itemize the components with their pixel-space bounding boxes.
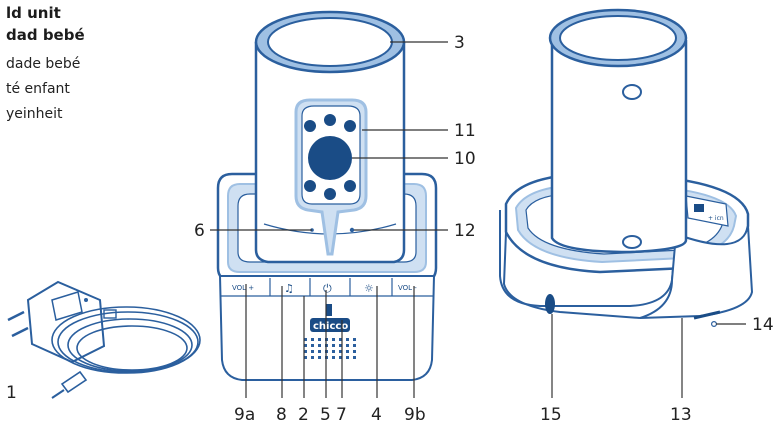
callout-14: 14	[752, 315, 774, 335]
light-icon: ☼	[364, 282, 374, 295]
reset-button	[710, 321, 717, 328]
sensor-dot	[349, 227, 355, 233]
music-note-icon: ♫	[284, 282, 294, 295]
ir-led-1	[304, 120, 316, 132]
callout-6: 6	[194, 221, 205, 241]
grille-dot	[353, 344, 356, 347]
grille-dot	[311, 356, 314, 359]
vol-minus-label: VOL -	[398, 284, 417, 292]
callout-12: 12	[454, 221, 476, 241]
rear-port-label: + icn	[708, 215, 724, 222]
callout-11: 11	[454, 121, 476, 141]
ir-led-6	[344, 180, 356, 192]
callout-5: 5	[320, 405, 331, 425]
ir-led-4	[304, 180, 316, 192]
ir-led-5	[324, 188, 336, 200]
callout-10: 10	[454, 149, 476, 169]
title-line-1: ld unit	[6, 4, 61, 22]
grille-dot	[332, 338, 335, 341]
grille-dot	[332, 350, 335, 353]
callout-3: 3	[454, 33, 465, 53]
status-led	[326, 304, 332, 316]
grille-dot	[318, 356, 321, 359]
callout-1: 1	[6, 383, 17, 403]
grille-dot	[339, 356, 342, 359]
callout-13: 13	[670, 405, 692, 425]
grille-dot	[304, 338, 307, 341]
grille-dot	[311, 344, 314, 347]
grille-dot	[304, 350, 307, 353]
grille-dot	[346, 344, 349, 347]
grille-dot	[304, 344, 307, 347]
brand-label: chicco	[313, 321, 348, 332]
grille-dot	[311, 350, 314, 353]
rear-contact-top	[622, 84, 642, 100]
power-adapter-icon	[7, 280, 201, 399]
brand-badge	[310, 318, 350, 332]
rear-contact-bottom	[622, 235, 642, 249]
power-icon: ⏻	[323, 282, 332, 295]
ir-led-2	[324, 114, 336, 126]
front-baby-unit	[254, 10, 406, 264]
vol-plus-label: VOL +	[232, 284, 254, 292]
rear-baby-unit	[548, 8, 688, 254]
callout-2: 2	[298, 405, 309, 425]
callout-8: 8	[276, 405, 287, 425]
grille-dot	[346, 350, 349, 353]
grille-dot	[311, 338, 314, 341]
grille-dot	[339, 350, 342, 353]
callout-15: 15	[540, 405, 562, 425]
callout-7: 7	[336, 405, 347, 425]
wall-mount-slot	[545, 294, 555, 314]
grille-dot	[353, 338, 356, 341]
ir-led-3	[344, 120, 356, 132]
title-block: ld unit dad bebé dade bebé té enfant yei…	[6, 4, 85, 122]
grille-dot	[318, 338, 321, 341]
grille-dot	[304, 356, 307, 359]
grille-dot	[318, 344, 321, 347]
callout-9b: 9b	[404, 405, 426, 425]
grille-dot	[339, 344, 342, 347]
callout-9a: 9a	[234, 405, 255, 425]
rear-port-icon	[694, 204, 704, 212]
grille-dot	[332, 356, 335, 359]
grille-dot	[346, 338, 349, 341]
grille-dot	[332, 344, 335, 347]
grille-dot	[318, 350, 321, 353]
title-line-2: dad bebé	[6, 26, 85, 44]
grille-dot	[346, 356, 349, 359]
grille-dot	[353, 350, 356, 353]
camera-lens	[308, 136, 352, 180]
title-line-3: dade bebé	[6, 56, 80, 72]
grille-dot	[339, 338, 342, 341]
callout-4: 4	[371, 405, 382, 425]
grille-dot	[353, 356, 356, 359]
title-line-4: té enfant	[6, 81, 70, 97]
title-line-5: yeinheit	[6, 106, 63, 122]
